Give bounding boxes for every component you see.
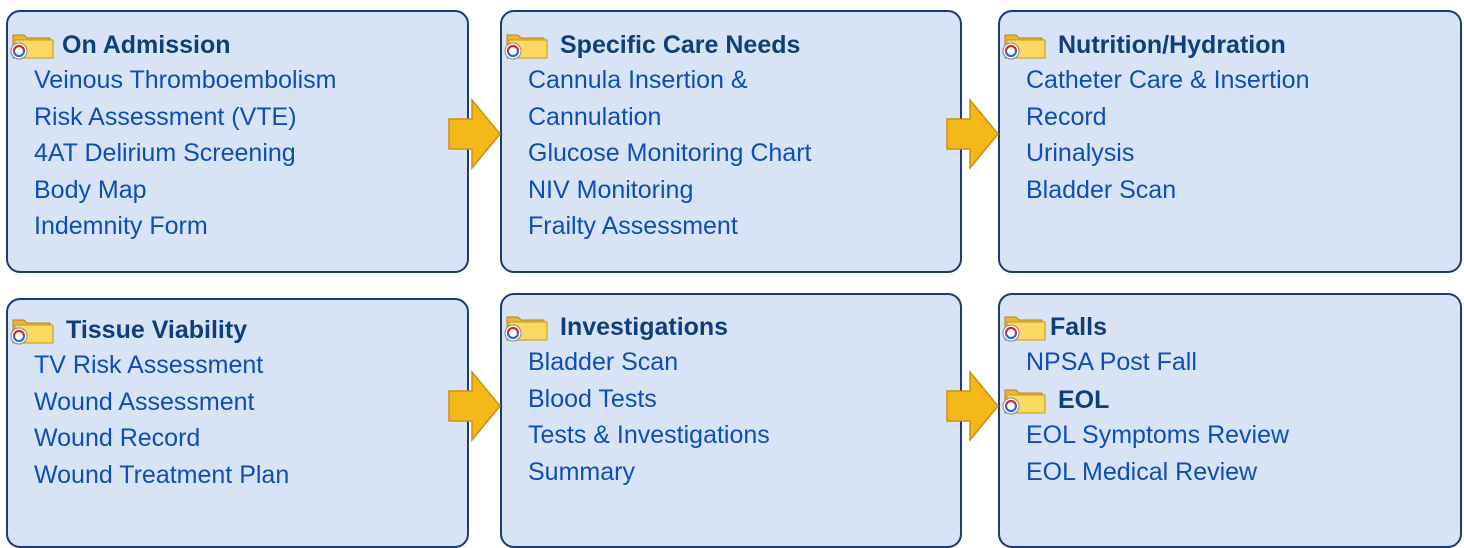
section-header: Falls [1002,310,1197,344]
arrow-right-icon [946,98,999,170]
arrow-right-icon [946,370,999,442]
panel-falls-eol [998,293,1462,548]
link-cannulation[interactable]: Cannulation [528,102,662,131]
folder-icon [1002,30,1058,60]
link-summary[interactable]: Summary [528,457,635,486]
link-wound-record[interactable]: Wound Record [34,424,201,452]
folder-icon [1002,385,1058,415]
link-niv-monitoring[interactable]: NIV Monitoring [528,175,694,204]
section-investigations: Investigations Bladder Scan Blood Tests … [504,310,770,490]
link-wound-treatment-plan[interactable]: Wound Treatment Plan [34,460,290,489]
link-body-map[interactable]: Body Map [34,175,147,204]
section-title: On Admission [62,31,231,59]
section-nutrition-hydration: Nutrition/Hydration Catheter Care & Inse… [1002,28,1309,208]
link-glucose-monitoring-chart[interactable]: Glucose Monitoring Chart [528,139,812,167]
link-eol-symptoms-review[interactable]: EOL Symptoms Review [1026,421,1290,449]
arrow-right-icon [448,98,501,170]
panel-investigations [500,293,962,548]
link-tv-risk-assessment[interactable]: TV Risk Assessment [34,351,264,379]
link-catheter-care-insertion[interactable]: Catheter Care & Insertion [1026,66,1310,94]
link-cannula-insertion[interactable]: Cannula Insertion & [528,66,748,94]
panel-on-admission [6,10,469,273]
folder-icon [10,30,62,60]
link-npsa-post-fall[interactable]: NPSA Post Fall [1026,348,1197,376]
panel-nutrition-hydration [998,10,1462,273]
section-header: On Admission [10,28,336,62]
folder-icon [504,30,560,60]
link-risk-assessment-vte[interactable]: Risk Assessment (VTE) [34,102,297,131]
section-title: Investigations [560,313,729,341]
folder-icon [10,315,66,345]
link-veinous-thromboembolism[interactable]: Veinous Thromboembolism [34,66,337,94]
section-header: Tissue Viability [10,313,289,347]
link-indemnity-form[interactable]: Indemnity Form [34,212,208,240]
section-specific-care-needs: Specific Care Needs Cannula Insertion & … [504,28,811,245]
section-title: Specific Care Needs [560,31,801,59]
link-urinalysis[interactable]: Urinalysis [1026,139,1135,167]
section-tissue-viability: Tissue Viability TV Risk Assessment Woun… [10,313,289,493]
section-header: EOL [1002,383,1289,417]
link-blood-tests[interactable]: Blood Tests [528,384,657,413]
link-bladder-scan[interactable]: Bladder Scan [528,348,679,376]
link-frailty-assessment[interactable]: Frailty Assessment [528,212,738,240]
folder-icon [504,312,560,342]
link-bladder-scan[interactable]: Bladder Scan [1026,175,1177,204]
section-header: Nutrition/Hydration [1002,28,1309,62]
link-record[interactable]: Record [1026,102,1107,131]
link-4at-delirium-screening[interactable]: 4AT Delirium Screening [34,139,296,167]
section-title: Nutrition/Hydration [1058,31,1286,59]
section-header: Investigations [504,310,770,344]
section-falls: Falls NPSA Post Fall [1002,310,1197,381]
section-title: Tissue Viability [66,316,248,344]
folder-icon [1002,312,1050,342]
section-title: EOL [1058,386,1110,414]
panel-tissue-viability [6,298,469,548]
panel-specific-care-needs [500,10,962,273]
section-on-admission: On Admission Veinous Thromboembolism Ris… [10,28,336,245]
link-eol-medical-review[interactable]: EOL Medical Review [1026,457,1258,486]
section-header: Specific Care Needs [504,28,811,62]
arrow-right-icon [448,370,501,442]
section-eol: EOL EOL Symptoms Review EOL Medical Revi… [1002,383,1289,490]
link-wound-assessment[interactable]: Wound Assessment [34,387,255,416]
link-tests-investigations[interactable]: Tests & Investigations [528,421,770,449]
section-title: Falls [1050,313,1107,341]
